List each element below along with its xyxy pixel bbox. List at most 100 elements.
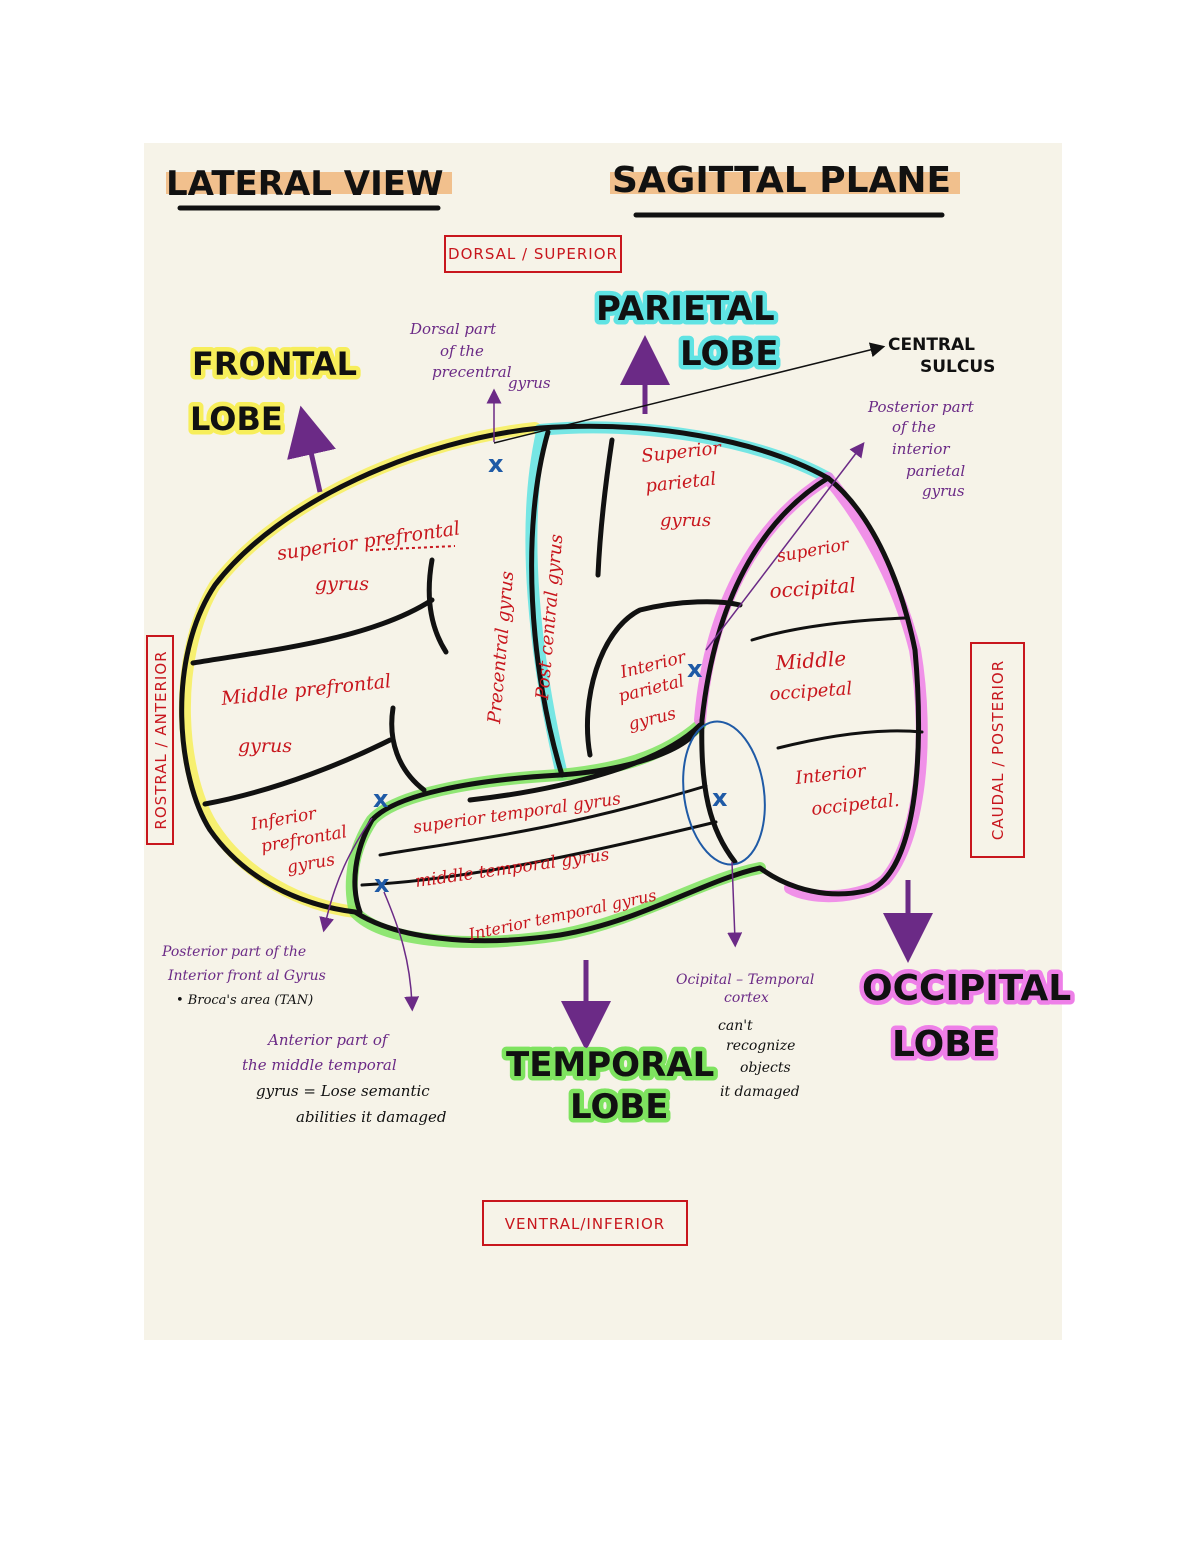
superior-prefrontal-label-2: gyrus: [315, 573, 369, 595]
marker-x-occipito-temporal: x: [712, 784, 728, 812]
svg-text:of the: of the: [440, 342, 484, 360]
header-sagittal-plane: SAGITTAL PLANE: [612, 160, 951, 201]
parietal-lobe-label: PARIETAL PARIETAL LOBE LOBE: [592, 285, 784, 379]
superior-frontal-sulcus: [190, 597, 435, 666]
postcentral-sulcus-line: [595, 437, 615, 578]
central-sulcus-label-2: SULCUS: [920, 357, 995, 377]
svg-text:Anterior part of: Anterior part of: [266, 1031, 390, 1049]
inferior-frontal-sulcus: [202, 737, 393, 807]
superior-parietal-label-1: Superior: [640, 438, 723, 467]
middle-prefrontal-label-2: gyrus: [238, 735, 292, 757]
svg-text:OCCIPITAL: OCCIPITAL: [862, 968, 1071, 1009]
precentral-sulcus-upper: [426, 557, 449, 655]
central-sulcus-line: [529, 429, 565, 778]
header-lateral-view: LATERAL VIEW: [166, 164, 443, 204]
svg-text:Ocipital – Temporal: Ocipital – Temporal: [676, 972, 814, 988]
superior-occipital-label-1: superior: [775, 534, 851, 566]
svg-text:TEMPORAL: TEMPORAL: [506, 1045, 714, 1085]
marker-x-posterior-parietal: x: [687, 655, 703, 683]
svg-text:cortex: cortex: [724, 990, 769, 1006]
rostral-box: [146, 635, 174, 845]
inferior-temporal-sulcus: [360, 820, 718, 887]
caudal-box: [970, 642, 1025, 858]
occipito-temporal-ellipse: [682, 720, 766, 866]
occipital-sulcus-upper: [750, 616, 907, 642]
svg-text:LOBE: LOBE: [892, 1024, 996, 1065]
superior-prefrontal-underline: [369, 545, 456, 551]
svg-text:Dorsal part: Dorsal part: [409, 320, 497, 338]
superior-temporal-sulcus: [378, 784, 708, 857]
svg-text:precentral: precentral: [432, 363, 512, 381]
inferior-parietal-label-3: gyrus: [626, 704, 678, 735]
occipital-sulcus-lower: [776, 729, 924, 750]
middle-prefrontal-label: Middle prefrontal: [219, 670, 392, 710]
svg-text:FRONTAL: FRONTAL: [192, 345, 357, 383]
svg-text:FRONTAL: FRONTAL: [192, 345, 357, 383]
svg-text:the middle temporal: the middle temporal: [242, 1056, 397, 1074]
superior-parietal-label-2: parietal: [644, 469, 717, 497]
svg-text:recognize: recognize: [726, 1038, 795, 1054]
occipito-temporal-arrow: [727, 861, 743, 948]
svg-text:objects: objects: [740, 1060, 791, 1076]
header-highlight-lateral: [166, 172, 452, 194]
temporal-lobe-label: TEMPORAL TEMPORAL LOBE LOBE: [502, 1041, 719, 1132]
svg-text:Interior front al Gyrus: Interior front al Gyrus: [167, 968, 326, 984]
precentral-label: Precentral gyrus: [484, 570, 518, 725]
svg-text:gyrus: gyrus: [508, 374, 551, 392]
svg-text:Posterior part of the: Posterior part of the: [161, 944, 306, 960]
ventral-label: VENTRAL/INFERIOR: [505, 1215, 665, 1233]
marker-x-dorsal-precentral: x: [488, 450, 504, 478]
precentral-sulcus-lower: [389, 705, 427, 793]
inferior-prefrontal-label-3: gyrus: [285, 850, 336, 878]
superior-parietal-label-3: gyrus: [660, 510, 711, 531]
svg-text:it damaged: it damaged: [720, 1084, 800, 1100]
svg-text:LOBE: LOBE: [680, 334, 779, 374]
broca-arrow: [319, 817, 373, 933]
inferior-occipital-label-1: Interior: [793, 761, 868, 789]
svg-text:LOBE: LOBE: [570, 1087, 669, 1127]
svg-text:OCCIPITAL: OCCIPITAL: [862, 968, 1071, 1009]
dorsal-precentral-note: Dorsal part of the precentral gyrus: [409, 320, 551, 392]
broca-note: Posterior part of the Interior front al …: [161, 944, 326, 1008]
paper-sheet: [144, 143, 1062, 1340]
caudal-label: CAUDAL / POSTERIOR: [989, 660, 1007, 840]
svg-text:can't: can't: [718, 1018, 753, 1034]
svg-text:of the: of the: [892, 418, 936, 436]
svg-text:abilities it damaged: abilities it damaged: [296, 1108, 447, 1126]
brain-outline: [179, 423, 922, 944]
svg-text:TEMPORAL: TEMPORAL: [506, 1045, 714, 1085]
svg-text:gyrus: gyrus: [922, 482, 965, 500]
svg-text:PARIETAL: PARIETAL: [596, 289, 775, 329]
frontal-arrow: [287, 405, 336, 493]
svg-text:LOBE: LOBE: [570, 1087, 669, 1127]
posterior-parietal-note: Posterior part of the interior parietal …: [867, 398, 975, 500]
marker-x-broca: x: [373, 785, 389, 813]
frontal-lobe-label: FRONTAL FRONTAL LOBE LOBE: [186, 341, 362, 443]
svg-text:• Broca's area (TAN): • Broca's area (TAN): [176, 993, 313, 1008]
svg-text:LOBE: LOBE: [190, 400, 283, 438]
rostral-label: ROSTRAL / ANTERIOR: [152, 650, 170, 829]
superior-occipital-label-2: occipital: [769, 573, 857, 603]
svg-text:gyrus = Lose semantic: gyrus = Lose semantic: [256, 1082, 430, 1100]
anterior-temporal-arrow: [383, 891, 420, 1012]
ventral-box: [482, 1200, 688, 1246]
central-sulcus-label-1: CENTRAL: [888, 335, 975, 355]
svg-text:LOBE: LOBE: [680, 334, 779, 374]
middle-occipital-label-2: occipetal: [769, 678, 853, 705]
anterior-temporal-note: Anterior part of the middle temporal gyr…: [242, 1031, 447, 1126]
sylvian-fissure: [369, 722, 703, 823]
occipital-lobe-label: OCCIPITAL OCCIPITAL LOBE LOBE: [858, 964, 1076, 1070]
posterior-parietal-arrow: [705, 442, 865, 651]
superior-temporal-label: superior temporal gyrus: [412, 789, 622, 838]
svg-text:parietal: parietal: [906, 462, 965, 480]
middle-occipital-label-1: Middle: [774, 646, 847, 675]
header-highlight-sagittal: [610, 172, 960, 194]
superior-prefrontal-label: superior prefrontal: [276, 517, 462, 564]
temporal-pole: [352, 817, 375, 915]
intraparietal-line: [585, 599, 743, 758]
occipito-temporal-note: Ocipital – Temporal cortex can't recogni…: [676, 972, 814, 1100]
svg-text:Posterior part: Posterior part: [867, 398, 975, 416]
dorsal-box: [444, 235, 622, 273]
svg-text:PARIETAL: PARIETAL: [596, 289, 775, 329]
